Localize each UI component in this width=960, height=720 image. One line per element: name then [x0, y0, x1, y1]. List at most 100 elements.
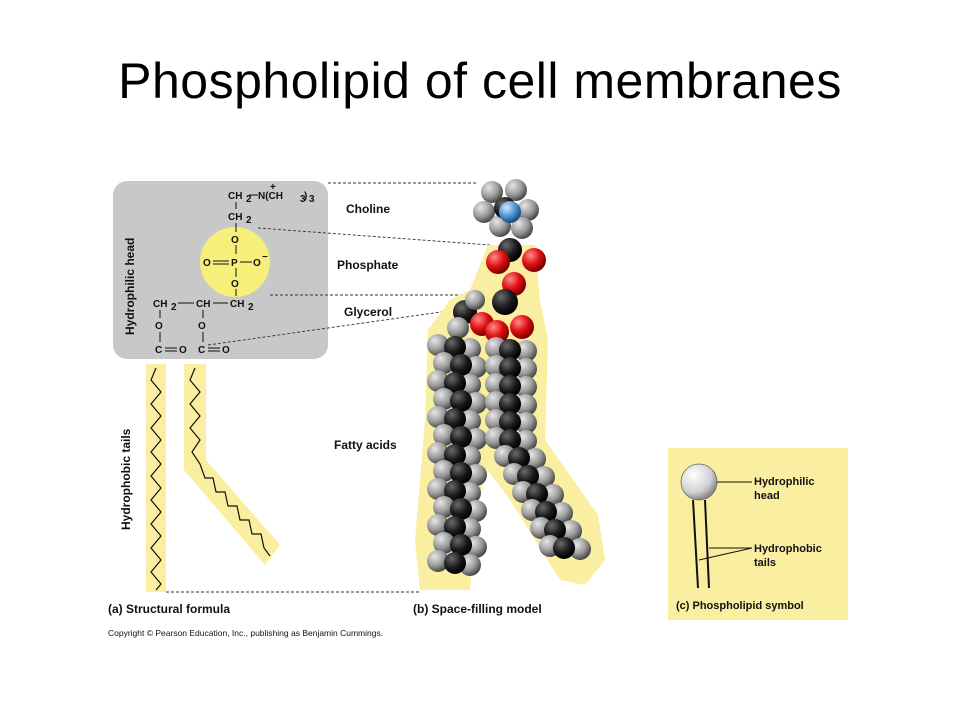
hydrogen-atom	[542, 484, 564, 506]
hydrogen-atom	[427, 514, 449, 536]
chem-paren: )	[304, 191, 307, 202]
choline-label: Choline	[346, 202, 390, 216]
oxygen-atom	[522, 248, 546, 272]
symbol-tails-label-2: tails	[754, 557, 776, 569]
hydrogen-atom	[515, 376, 537, 398]
carbon-atom	[499, 357, 521, 379]
pointer-tail	[698, 547, 753, 561]
carbon-atom	[450, 534, 472, 556]
hydrogen-atom	[515, 340, 537, 362]
tail2-zigzag	[189, 367, 271, 557]
hydrogen-atom	[427, 334, 449, 356]
hydrogen-atom	[560, 520, 582, 542]
hydrogen-atom	[427, 442, 449, 464]
chem-sub: 2	[171, 302, 177, 313]
carbon-atom	[444, 408, 466, 430]
chem-sub: 3	[309, 194, 315, 205]
chem-ch2-left: CH	[153, 299, 167, 310]
tail1-highlight	[146, 364, 166, 592]
phosphate-label: Phosphate	[337, 258, 399, 272]
chem-ch: CH	[196, 299, 210, 310]
slide-title: Phospholipid of cell membranes	[118, 53, 842, 109]
chem-n-ch3: N(CH	[258, 191, 283, 202]
hydrogen-atom	[447, 317, 469, 339]
chem-o-lower: O	[231, 279, 239, 290]
copyright: Copyright © Pearson Education, Inc., pub…	[108, 628, 383, 638]
carbon-atom	[450, 354, 472, 376]
chem-o-upper: O	[231, 235, 239, 246]
hydrogen-atom	[533, 466, 555, 488]
tail1-zigzag	[150, 367, 162, 591]
oxygen-atom	[510, 315, 534, 339]
glycerol-label: Glycerol	[344, 305, 392, 319]
hydrogen-atom	[517, 199, 539, 221]
symbol-tails-label-1: Hydrophobic	[754, 543, 822, 555]
chem-ch2-mid: CH	[228, 212, 242, 223]
carbon-atom	[444, 336, 466, 358]
hydrogen-atom	[481, 181, 503, 203]
carbon-atom	[444, 444, 466, 466]
carbon-atom	[450, 498, 472, 520]
chem-o-ester2: O	[198, 321, 206, 332]
symbol-head-label-2: head	[754, 490, 780, 502]
carbon-atom	[499, 393, 521, 415]
hydrogen-atom	[427, 478, 449, 500]
fatty-acids-label: Fatty acids	[334, 438, 397, 452]
symbol-head-label-1: Hydrophilic	[754, 476, 815, 488]
chem-o-carb2: O	[222, 345, 230, 356]
hydrogen-atom	[511, 217, 533, 239]
chem-c1: C	[155, 345, 162, 356]
hydrogen-atom	[427, 406, 449, 428]
carbon-atom	[444, 516, 466, 538]
hydrogen-atom	[465, 290, 485, 310]
hydrogen-atom	[433, 352, 455, 374]
hydrogen-atom	[433, 532, 455, 554]
carbon-atom	[444, 552, 466, 574]
hydrogen-atom	[433, 496, 455, 518]
chem-c2: C	[198, 345, 205, 356]
carbon-atom	[499, 375, 521, 397]
hydrogen-atom	[524, 448, 546, 470]
chem-sub: 3	[300, 194, 306, 205]
carbon-atom	[444, 372, 466, 394]
carbon-atom	[553, 537, 575, 559]
hydrophobic-tails-label: Hydrophobic tails	[119, 428, 133, 530]
hydrogen-atom	[505, 179, 527, 201]
carbon-atom	[444, 480, 466, 502]
hydrogen-atom	[551, 502, 573, 524]
chem-sub: 2	[246, 194, 252, 205]
hydrogen-atom	[427, 550, 449, 572]
hydrogen-atom	[433, 388, 455, 410]
caption-a: (a) Structural formula	[108, 602, 230, 616]
chem-p: P	[231, 258, 238, 269]
carbon-atom	[450, 462, 472, 484]
chem-o-ester1: O	[155, 321, 163, 332]
caption-b: (b) Space-filling model	[413, 602, 542, 616]
hydrogen-atom	[433, 424, 455, 446]
carbon-atom	[499, 411, 521, 433]
hydrogen-atom	[427, 370, 449, 392]
hydrogen-atom	[515, 412, 537, 434]
structural-formula: CH 2 + N(CH 3 ) 3 CH 2 O O P O − O CH 2 …	[153, 182, 315, 356]
hydrogen-atom	[473, 201, 495, 223]
chem-ch2-top: CH	[228, 191, 242, 202]
carbon-atom	[450, 426, 472, 448]
carbon-atom	[492, 289, 518, 315]
carbon-atom	[499, 339, 521, 361]
space-filling-model	[427, 179, 591, 576]
chem-plus: +	[270, 182, 276, 193]
hydrogen-atom	[569, 538, 591, 560]
dashed-connectors	[166, 182, 491, 593]
chem-sub: 2	[246, 215, 252, 226]
symbol-tail-left	[692, 499, 699, 589]
hydrophilic-head-label: Hydrophilic head	[123, 238, 137, 335]
chem-o-carb1: O	[179, 345, 187, 356]
carbon-atom	[450, 390, 472, 412]
symbol-head	[680, 463, 718, 501]
oxygen-atom	[485, 320, 509, 344]
hydrogen-atom	[515, 394, 537, 416]
chem-minus: −	[262, 252, 268, 263]
chem-o-left: O	[203, 258, 211, 269]
phosphate-highlight	[200, 227, 270, 297]
chem-ch2-right: CH	[230, 299, 244, 310]
